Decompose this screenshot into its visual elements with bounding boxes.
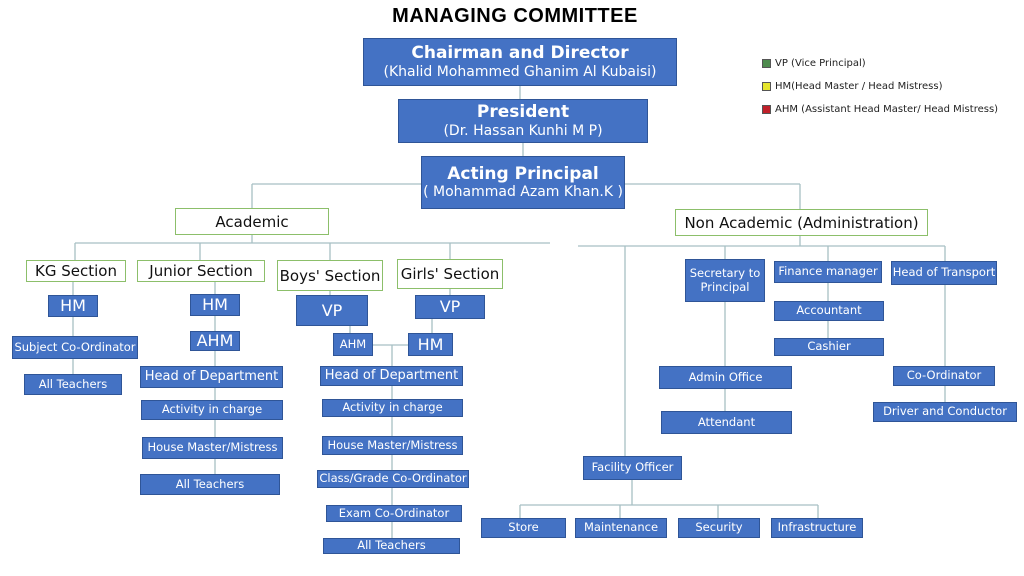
legend-vp: VP (Vice Principal)	[762, 58, 866, 69]
junior-all-teachers-node: All Teachers	[140, 474, 280, 495]
junior-section-node: Junior Section	[137, 260, 265, 282]
junior-hod-node: Head of Department	[140, 366, 283, 388]
node-title: Chairman and Director	[411, 43, 629, 64]
driver-conductor-node: Driver and Conductor	[873, 402, 1017, 422]
girls-hm-node: HM	[408, 333, 453, 356]
security-node: Security	[678, 518, 760, 538]
ahm-swatch-icon	[762, 105, 771, 114]
finance-manager-node: Finance manager	[774, 261, 882, 283]
legend-label: VP (Vice Principal)	[775, 58, 866, 69]
vp-swatch-icon	[762, 59, 771, 68]
attendant-node: Attendant	[661, 411, 792, 434]
boys-class-coordinator-node: Class/Grade Co-Ordinator	[317, 470, 469, 488]
academic-node: Academic	[175, 208, 329, 235]
president-node: President(Dr. Hassan Kunhi M P)	[398, 99, 648, 143]
secretary-node: Secretary to Principal	[685, 259, 765, 302]
legend-hm: HM(Head Master / Head Mistress)	[762, 81, 942, 92]
boys-exam-coordinator-node: Exam Co-Ordinator	[326, 505, 462, 522]
head-of-transport-node: Head of Transport	[891, 261, 997, 285]
principal-node: Acting Principal( Mohammad Azam Khan.K )	[421, 156, 625, 209]
junior-activity-node: Activity in charge	[141, 400, 283, 420]
hm-swatch-icon	[762, 82, 771, 91]
boys-all-teachers-node: All Teachers	[323, 538, 460, 554]
junior-house-master-node: House Master/Mistress	[142, 437, 283, 459]
girls-section-node: Girls' Section	[397, 259, 503, 289]
boys-hod-node: Head of Department	[320, 366, 463, 386]
maintenance-node: Maintenance	[575, 518, 667, 538]
page-title: MANAGING COMMITTEE	[392, 5, 638, 27]
legend-label: AHM (Assistant Head Master/ Head Mistres…	[775, 104, 999, 115]
accountant-node: Accountant	[774, 301, 884, 321]
non-academic-node: Non Academic (Administration)	[675, 209, 928, 236]
junior-hm-node: HM	[190, 294, 240, 316]
legend-ahm: AHM (Assistant Head Master/ Head Mistres…	[762, 104, 998, 115]
kg-subject-coordinator-node: Subject Co-Ordinator	[12, 336, 138, 359]
legend-label: HM(Head Master / Head Mistress)	[775, 81, 943, 92]
cashier-node: Cashier	[774, 338, 884, 356]
node-name: ( Mohammad Azam Khan.K )	[423, 184, 623, 201]
junior-ahm-node: AHM	[190, 331, 240, 351]
facility-officer-node: Facility Officer	[583, 456, 682, 480]
node-title: Acting Principal	[447, 163, 599, 184]
store-node: Store	[481, 518, 566, 538]
kg-hm-node: HM	[48, 295, 98, 317]
boys-house-master-node: House Master/Mistress	[322, 436, 463, 455]
transport-coordinator-node: Co-Ordinator	[893, 366, 995, 386]
kg-section-node: KG Section	[26, 260, 126, 282]
boys-activity-node: Activity in charge	[322, 399, 463, 417]
kg-all-teachers-node: All Teachers	[24, 374, 122, 395]
node-title: President	[476, 102, 570, 123]
boys-ahm-node: AHM	[333, 333, 373, 356]
node-name: (Khalid Mohammed Ghanim Al Kubaisi)	[383, 63, 657, 80]
girls-vp-node: VP	[415, 295, 485, 319]
chairman-node: Chairman and Director(Khalid Mohammed Gh…	[363, 38, 677, 86]
infrastructure-node: Infrastructure	[771, 518, 863, 538]
boys-vp-node: VP	[296, 295, 368, 326]
boys-section-node: Boys' Section	[277, 260, 383, 291]
node-name: (Dr. Hassan Kunhi M P)	[443, 122, 603, 139]
admin-office-node: Admin Office	[659, 366, 792, 389]
